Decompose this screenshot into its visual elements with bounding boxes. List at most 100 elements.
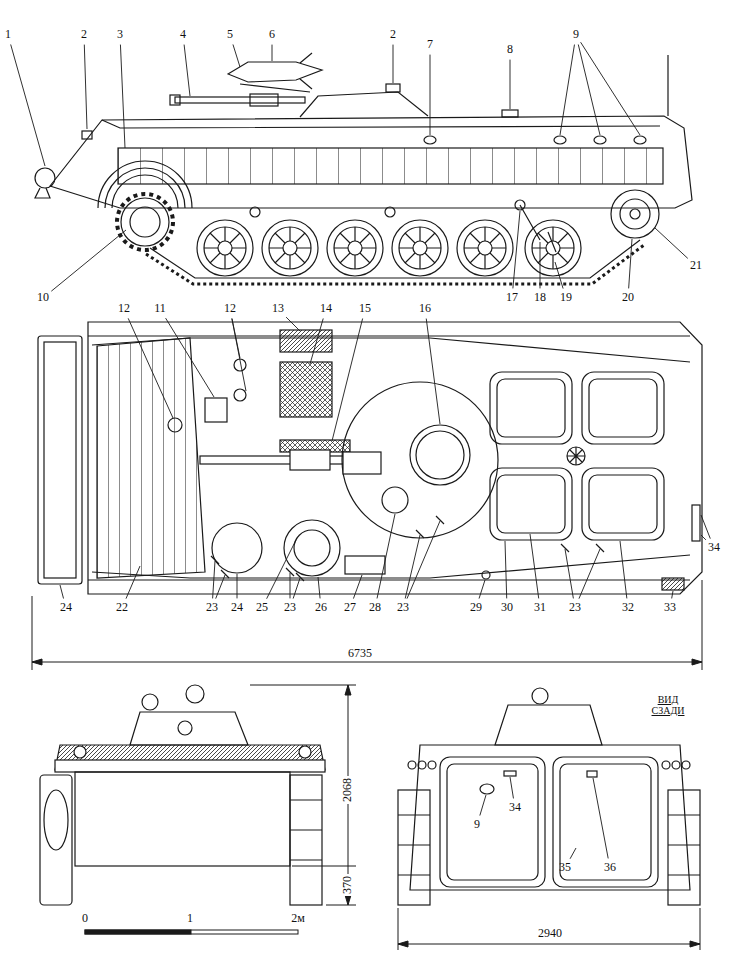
commander-hatch [294, 530, 330, 566]
rear-door [440, 757, 545, 887]
deck-line [102, 120, 660, 128]
trim-board [55, 760, 325, 772]
firing-port [554, 136, 566, 144]
gun-mantlet [290, 450, 330, 470]
track [398, 790, 430, 905]
dimension-value: 6735 [346, 647, 374, 660]
callout-number: 24 [60, 601, 72, 614]
callout-number: 7 [427, 38, 433, 51]
deck-fitting [502, 110, 518, 117]
dimension-line [398, 908, 700, 950]
leader-line [629, 239, 632, 288]
leader-line [480, 795, 486, 816]
view-title: ВИД СЗАДИ [646, 694, 690, 716]
idler-wheel [611, 190, 659, 238]
callout-number: 34 [708, 541, 720, 554]
missile [228, 53, 322, 89]
callout-number: 5 [227, 28, 233, 41]
callout-number: 14 [320, 302, 332, 315]
callout-number: 22 [116, 601, 128, 614]
track [150, 240, 640, 278]
road-wheel [457, 220, 513, 276]
gun-muzzle [178, 721, 192, 735]
leader-line [120, 45, 125, 148]
leader-line [581, 42, 640, 135]
troop-hatch [497, 475, 565, 533]
leader-line [184, 45, 190, 96]
lamp [418, 761, 426, 769]
dimension-value: 2940 [536, 927, 564, 940]
front-fender [98, 161, 192, 208]
drive-sprocket [130, 207, 160, 237]
trim-vane [44, 342, 76, 578]
track [290, 775, 322, 905]
leader-line [405, 535, 420, 598]
leader-line [267, 540, 296, 599]
callout-number: 23 [284, 601, 296, 614]
front-view [40, 685, 325, 905]
driver-hatch [212, 523, 262, 573]
cupola [532, 688, 548, 704]
turret [495, 705, 602, 745]
leader-line [232, 319, 246, 391]
leader-line [272, 45, 273, 61]
gun-muzzle [170, 95, 180, 105]
leader-line [655, 228, 688, 258]
firing-port [634, 136, 646, 144]
callout-number: 31 [534, 601, 546, 614]
scale-mark: 1 [187, 912, 193, 925]
antenna [667, 55, 668, 116]
side-skirt [118, 148, 663, 184]
callout-number: 2 [390, 28, 396, 41]
lamp [662, 761, 670, 769]
stowage-box [662, 578, 684, 590]
turret [130, 712, 248, 745]
callout-number: 11 [154, 302, 166, 315]
firing-port [480, 784, 494, 794]
leader-line [290, 573, 291, 598]
dimension-line [32, 580, 702, 670]
callout-number: 2 [81, 28, 87, 41]
scale-mark: 0 [82, 912, 88, 925]
leader-line [332, 319, 363, 441]
tow-stand [35, 188, 50, 198]
handle [211, 516, 604, 581]
small-hatch [345, 556, 385, 574]
dimension-line [250, 685, 356, 905]
callout-number: 10 [37, 291, 49, 304]
leader-line [393, 45, 394, 83]
leader-line [237, 574, 238, 598]
leader-line [555, 262, 563, 289]
track-wheel [44, 790, 68, 850]
leader-line [560, 45, 574, 135]
fume-extractor [250, 94, 278, 106]
ventilator [567, 447, 585, 465]
leader-line [51, 230, 126, 291]
leader-line [701, 515, 710, 539]
leader-line [213, 561, 215, 598]
dimension-value: 370 [341, 874, 354, 896]
idler-wheel [630, 209, 640, 219]
callout-number: 18 [534, 291, 546, 304]
track [290, 800, 322, 860]
callout-number: 15 [359, 302, 371, 315]
trim-vane [38, 336, 82, 584]
scale-bar [85, 930, 298, 934]
troop-hatch [497, 379, 565, 437]
leader-line [407, 521, 440, 599]
callout-number: 3 [117, 28, 123, 41]
access-plate [205, 398, 227, 422]
leader-line [510, 777, 513, 798]
rear-view [398, 688, 700, 905]
callout-number: 16 [419, 302, 431, 315]
rear-door [447, 764, 538, 880]
leader-line [672, 591, 673, 598]
callout-number: 17 [506, 291, 518, 304]
lamp [672, 761, 680, 769]
return-roller [250, 207, 260, 217]
leader-line [128, 318, 173, 418]
leader-line [479, 580, 485, 599]
leader-line [430, 55, 431, 135]
leader-line [565, 549, 573, 598]
